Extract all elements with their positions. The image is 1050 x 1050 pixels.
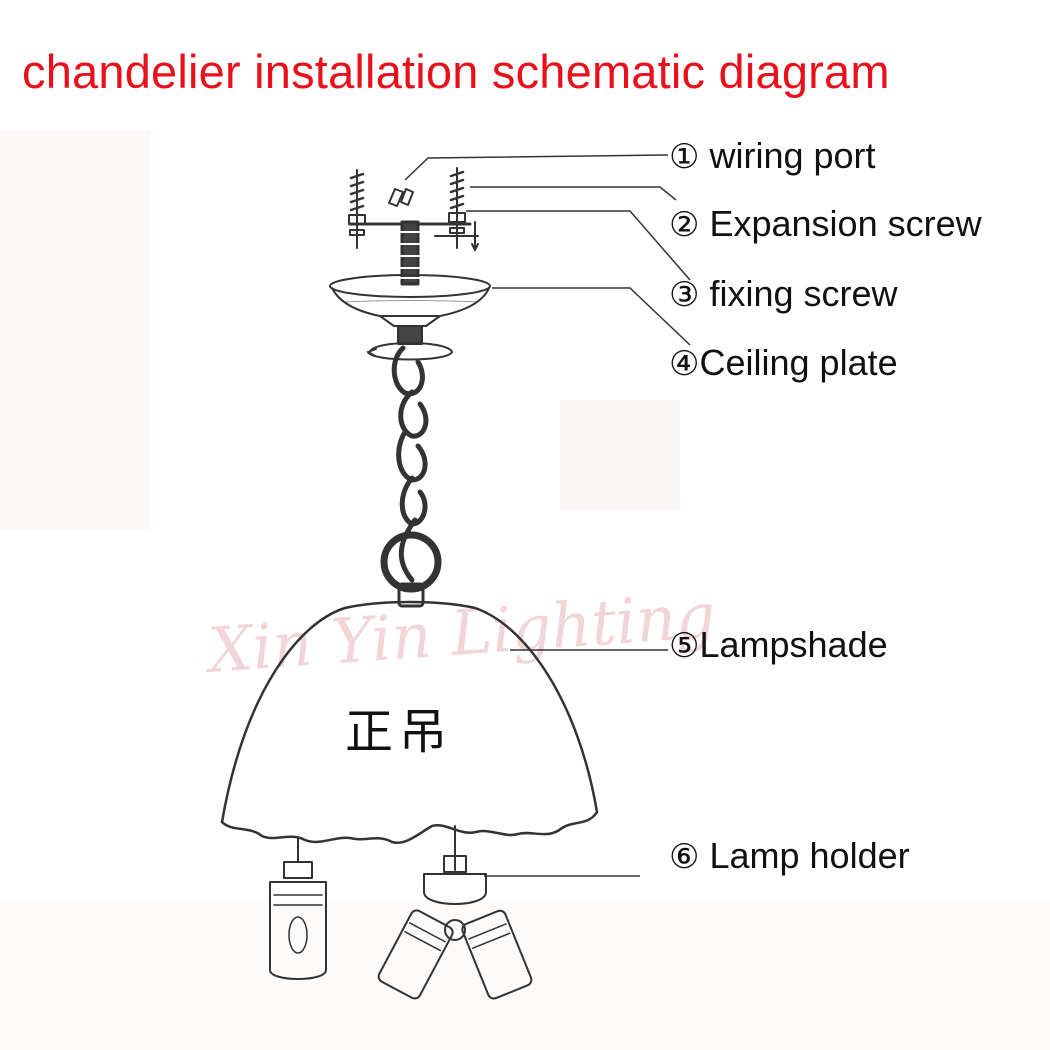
lamp-holder-cluster bbox=[377, 825, 533, 1000]
leader-lines bbox=[404, 154, 691, 877]
background-shading bbox=[0, 130, 1050, 1050]
callout-number: ⑤ bbox=[669, 626, 700, 666]
watermark: Xin Yin Lighting bbox=[202, 579, 718, 688]
callout-number: ① bbox=[669, 137, 700, 177]
callout-label: Lampshade bbox=[699, 624, 888, 665]
callout-label: wiring port bbox=[709, 135, 876, 176]
callout-label: Lamp holder bbox=[709, 835, 910, 876]
chain bbox=[391, 345, 429, 527]
callout-label: fixing screw bbox=[709, 273, 898, 314]
callout-label: Expansion screw bbox=[709, 203, 982, 244]
shade-label: 正吊 bbox=[345, 706, 454, 759]
callout-label: Ceiling plate bbox=[699, 342, 898, 383]
callout-number: ② bbox=[669, 205, 700, 245]
hanging-ring bbox=[380, 531, 442, 593]
callout-number: ③ bbox=[669, 275, 700, 315]
diagram-title: chandelier installation schematic diagra… bbox=[22, 45, 890, 98]
callout-ceiling-plate: ④Ceiling plate bbox=[669, 341, 898, 386]
shade-cap bbox=[397, 582, 425, 608]
expansion-screw-right bbox=[448, 167, 466, 249]
callout-lampshade: ⑤Lampshade bbox=[669, 623, 888, 668]
callout-number: ⑥ bbox=[669, 837, 700, 877]
rotation-arrow bbox=[367, 342, 453, 361]
expansion-screw-left bbox=[348, 169, 366, 249]
lamp-holder-left bbox=[269, 837, 327, 980]
wiring-port bbox=[388, 188, 414, 207]
callout-number: ④ bbox=[669, 344, 700, 384]
threaded-rod bbox=[399, 220, 421, 286]
lampshade bbox=[220, 600, 599, 845]
